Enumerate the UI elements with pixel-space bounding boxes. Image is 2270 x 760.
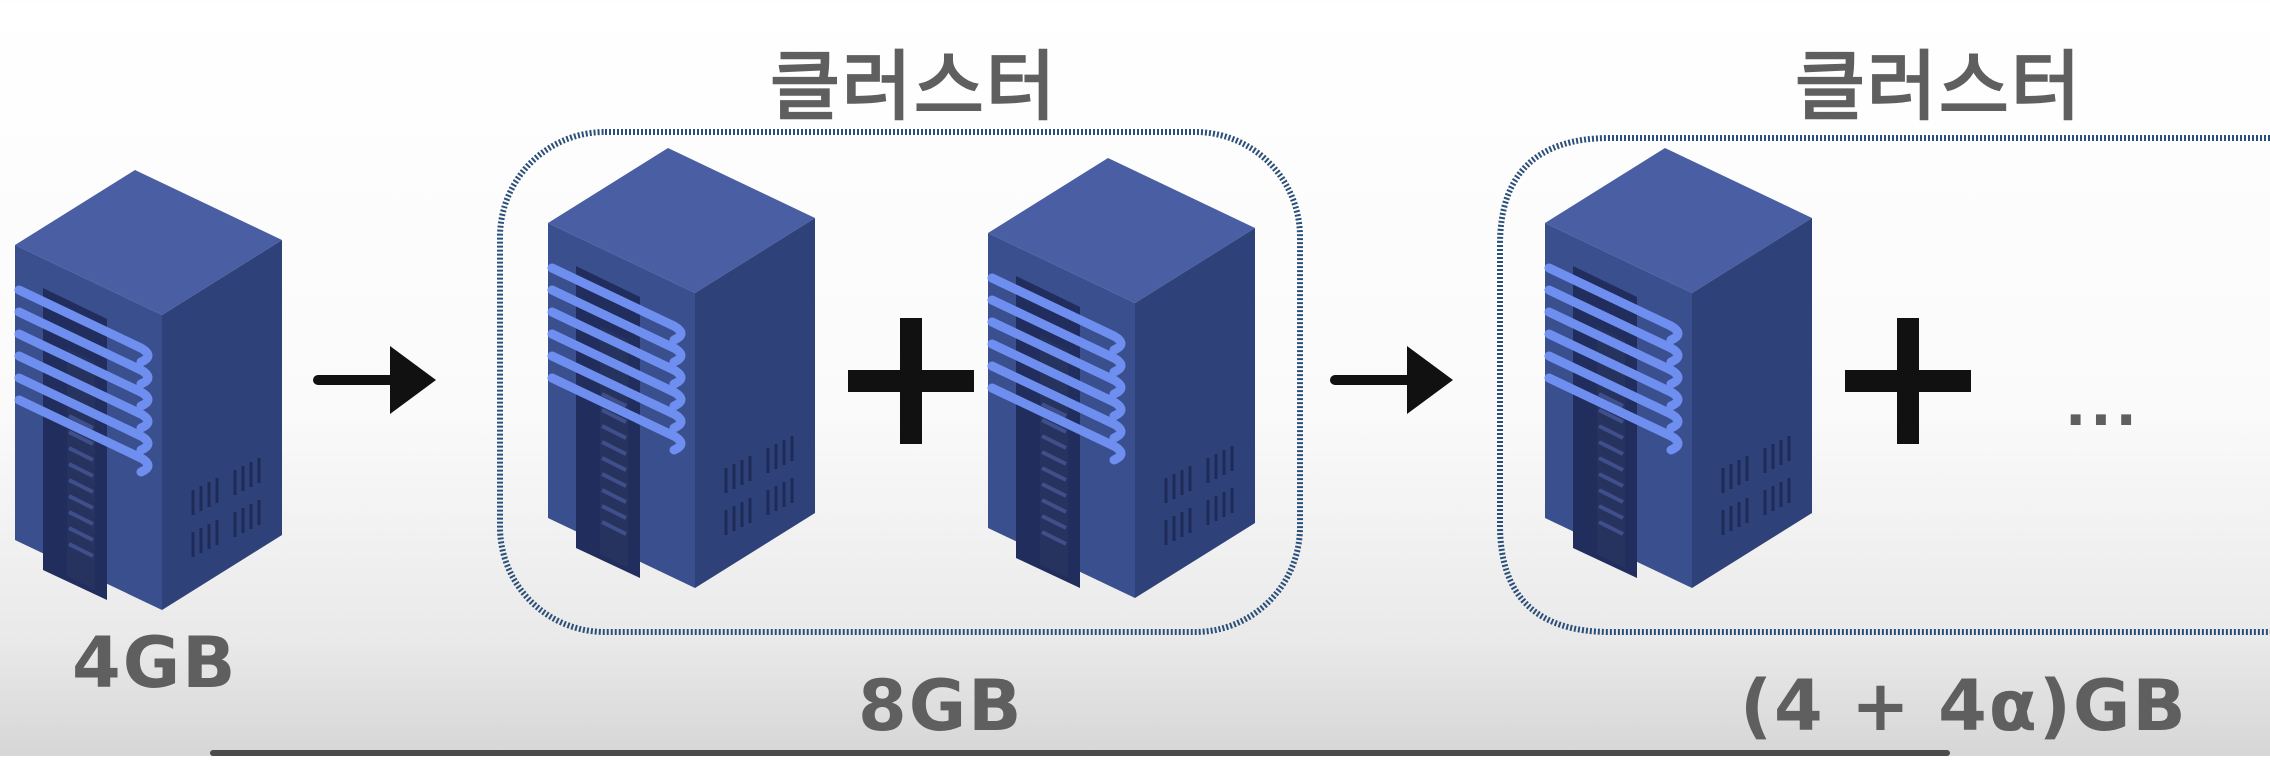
plus-icon-2 — [1845, 318, 1971, 444]
cluster-1-box — [497, 129, 1303, 635]
server-icon-cluster1-a — [548, 148, 815, 588]
cluster-2-title: 클러스터 — [1795, 42, 2083, 131]
server-icon-cluster1-b — [988, 158, 1255, 598]
bottom-divider — [210, 750, 1950, 756]
cluster-2-capacity-label: (4 + 4α)GB — [1740, 665, 2188, 747]
plus-icon-1 — [848, 318, 974, 444]
arrow-right-icon-1 — [318, 346, 436, 414]
cluster-1-title: 클러스터 — [770, 42, 1058, 131]
arrow-right-icon-2 — [1335, 346, 1453, 414]
cluster-1-capacity-label: 8GB — [858, 665, 1024, 747]
server-icon-single — [15, 170, 282, 610]
ellipsis-text: ... — [2065, 374, 2141, 439]
single-server-capacity-label: 4GB — [72, 622, 238, 704]
cluster-2-box — [1497, 135, 2270, 635]
server-icon-cluster2-a — [1545, 148, 1812, 588]
